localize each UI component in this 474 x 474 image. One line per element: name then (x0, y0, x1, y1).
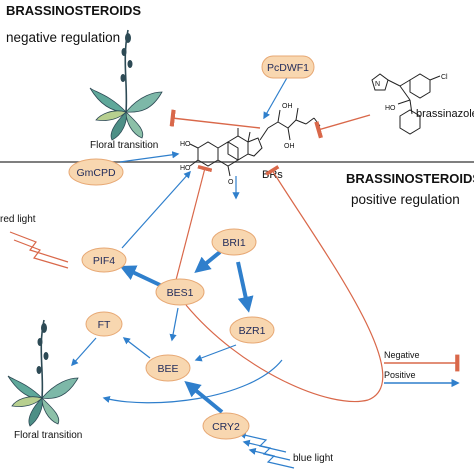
edge-bri1-to-bes1 (194, 250, 222, 274)
node-pcdwf1-label: PcDWF1 (267, 62, 309, 74)
node-gmcpd: GmCPD (68, 158, 124, 186)
legend-positive-label: Positive (384, 370, 416, 380)
positive-section-title: BRASSINOSTEROIDS (346, 171, 474, 186)
edge-brassinazole-inhibits-brs (314, 114, 371, 139)
brassinazole-label: brassinazole (416, 108, 474, 120)
edge-bzr1-to-floral-bottom (102, 359, 283, 404)
edge-ft-to-floral-bottom (71, 337, 97, 367)
edge-bes1-to-pif4 (119, 265, 161, 287)
negative-section-subtitle: negative regulation (6, 30, 120, 45)
molecule-ho-2: HO (180, 165, 191, 172)
molecule-oh-1: OH (282, 103, 293, 110)
brassinosteroid-molecule (189, 107, 321, 177)
edge-cry2-to-bee (184, 380, 224, 414)
edge-bee-to-ft (122, 337, 151, 359)
brassinazole-n: N (375, 81, 380, 88)
edge-pif4-to-brs (121, 170, 191, 249)
edge-bri1-to-bzr1 (236, 261, 254, 313)
plant-illustration-bottom (7, 319, 79, 427)
brassinazole-ho: HO (385, 105, 396, 112)
floral-transition-label-top: Floral transition (90, 140, 158, 151)
blue-light-label: blue light (293, 453, 333, 464)
edge-bes1-inhibits-brs (175, 165, 213, 281)
legend-negative-label: Negative (384, 350, 420, 360)
node-cry2: CRY2 (202, 412, 250, 440)
red-light-icon (9, 231, 69, 269)
molecule-oh-2: OH (284, 143, 295, 150)
edge-pcdwf1-to-brs (263, 75, 289, 120)
plant-illustration-top (89, 29, 163, 141)
node-bri1: BRI1 (211, 228, 257, 256)
edge-gmcpd-to-brs (119, 151, 180, 163)
node-bri1-label: BRI1 (222, 237, 246, 249)
node-cry2-label: CRY2 (212, 421, 240, 433)
blue-light-icon (238, 431, 295, 469)
edge-bzr1-to-bee (194, 344, 237, 362)
node-bzr1-label: BZR1 (239, 325, 266, 337)
node-pcdwf1: PcDWF1 (261, 55, 315, 79)
edge-bes1-to-bee (169, 307, 179, 342)
node-bee-label: BEE (157, 363, 178, 375)
node-bzr1: BZR1 (229, 316, 275, 344)
molecule-ho-1: HO (180, 141, 191, 148)
negative-section-title: BRASSINOSTEROIDS (6, 3, 141, 18)
red-light-label: red light (0, 214, 36, 225)
legend: Negative Positive (384, 350, 460, 388)
node-ft: FT (85, 311, 123, 337)
brassinazole-molecule (371, 73, 441, 135)
node-bes1-label: BES1 (167, 287, 194, 299)
edge-brs-inhibits-floral-top (169, 109, 261, 129)
molecule-o: O (228, 179, 234, 186)
node-gmcpd-label: GmCPD (76, 167, 116, 179)
floral-transition-label-bottom: Floral transition (14, 430, 82, 441)
node-bee: BEE (145, 354, 191, 382)
node-pif4: PIF4 (81, 247, 127, 273)
node-pif4-label: PIF4 (93, 255, 115, 267)
node-bes1: BES1 (155, 278, 205, 306)
positive-section-subtitle: positive regulation (351, 192, 460, 207)
brassinazole-cl: Cl (441, 74, 448, 81)
edge-bes1-to-cry2-negative (185, 165, 384, 402)
node-ft-label: FT (98, 319, 111, 331)
